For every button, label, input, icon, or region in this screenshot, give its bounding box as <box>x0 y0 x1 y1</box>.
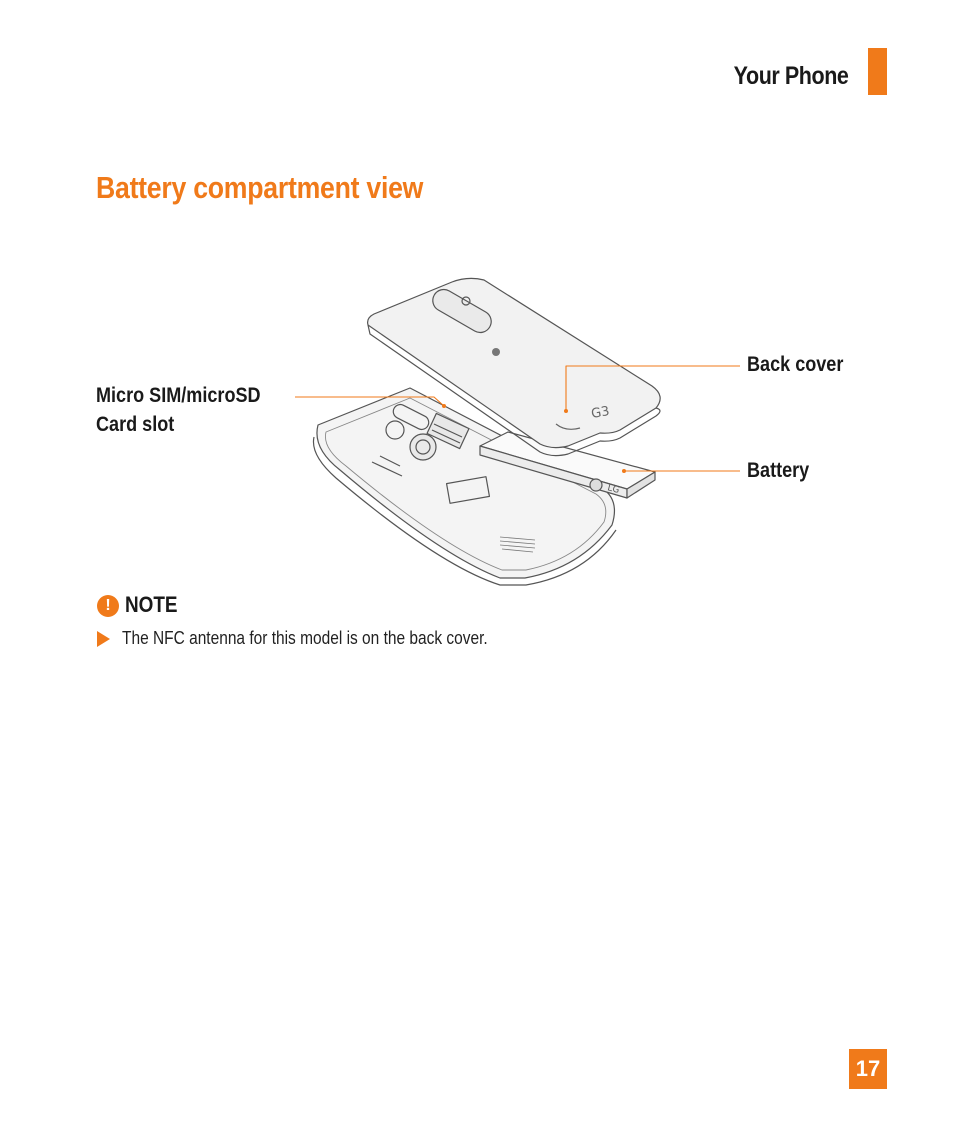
callout-back-cover: Back cover <box>747 353 844 376</box>
callout-leader-lines <box>295 365 740 472</box>
callout-micro-sim-line1: Micro SIM/microSD <box>96 384 261 407</box>
note-text: The NFC antenna for this model is on the… <box>122 628 488 648</box>
page-heading: Battery compartment view <box>96 170 424 205</box>
callout-micro-sim: Micro SIM/microSD Card slot <box>96 381 261 439</box>
section-tab-marker <box>868 48 887 95</box>
triangle-right-icon <box>97 631 110 647</box>
note-title: NOTE <box>125 592 178 617</box>
battery: LG <box>479 431 656 499</box>
back-cover: G3 <box>367 277 661 457</box>
g3-logo: G3 <box>590 404 611 422</box>
section-title: Your Phone <box>733 62 848 90</box>
callout-battery: Battery <box>747 459 810 482</box>
phone-exploded-illustration: LG G3 <box>295 277 740 586</box>
callout-micro-sim-line2: Card slot <box>96 413 175 436</box>
svg-text:LG: LG <box>606 483 620 496</box>
phone-body <box>312 387 617 586</box>
exclamation-circle-icon: ! <box>97 595 119 617</box>
page-number: 17 <box>849 1049 887 1089</box>
